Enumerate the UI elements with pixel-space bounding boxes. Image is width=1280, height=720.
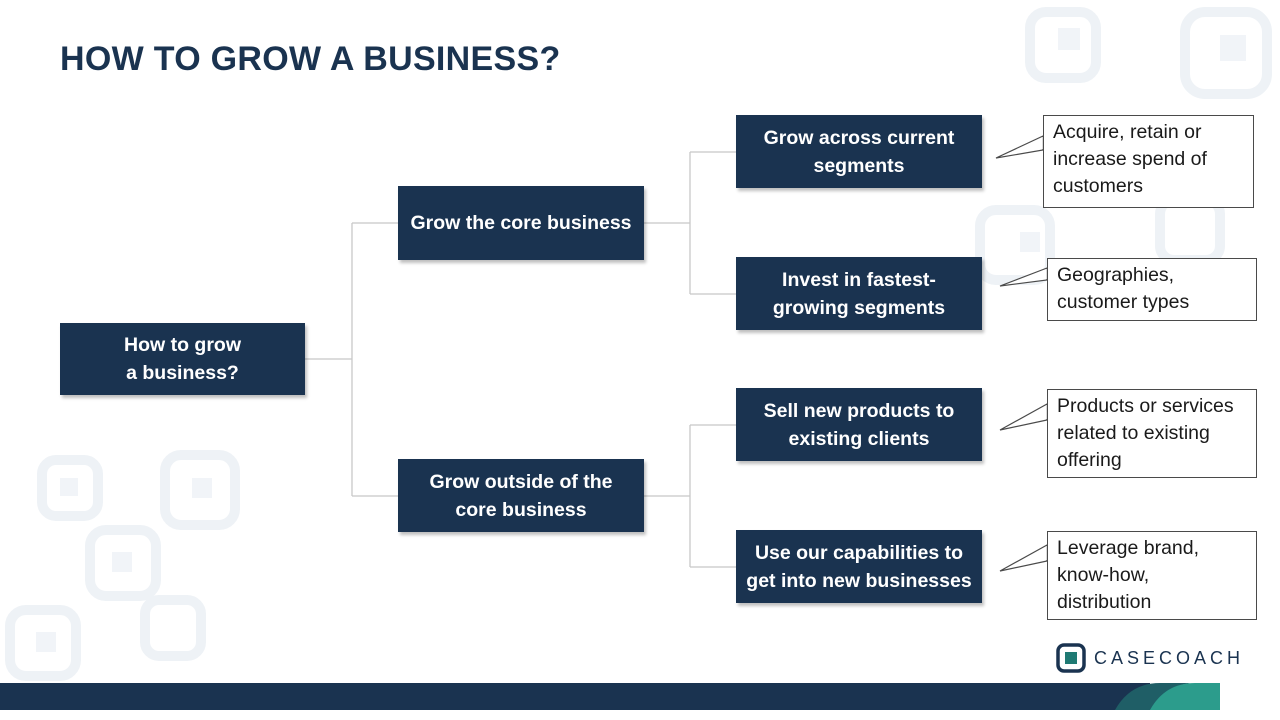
brand-logo: CASECOACH [1056,643,1244,673]
node-root: How to grow a business? [60,323,305,395]
pointer-products [999,402,1048,431]
slide-title: HOW TO GROW A BUSINESS? [60,40,561,78]
node-grow-outside: Grow outside of the core business [398,459,644,532]
pointer-geographies [999,267,1048,287]
casecoach-logo-icon [1056,643,1086,673]
callout-geographies: Geographies, customer types [1047,258,1257,321]
callout-leverage: Leverage brand, know-how, distribution [1047,531,1257,620]
pointer-customers [995,135,1044,159]
node-current-segments: Grow across current segments [736,115,982,188]
callout-products: Products or services related to existing… [1047,389,1257,478]
node-new-products: Sell new products to existing clients [736,388,982,461]
node-grow-core: Grow the core business [398,186,644,260]
node-capabilities: Use our capabilities to get into new bus… [736,530,982,603]
node-fastest-segments: Invest in fastest- growing segments [736,257,982,330]
pointer-leverage [999,543,1048,572]
brand-name: CASECOACH [1094,647,1245,668]
callout-customers: Acquire, retain or increase spend of cus… [1043,115,1254,208]
footer-bar [0,683,1220,710]
